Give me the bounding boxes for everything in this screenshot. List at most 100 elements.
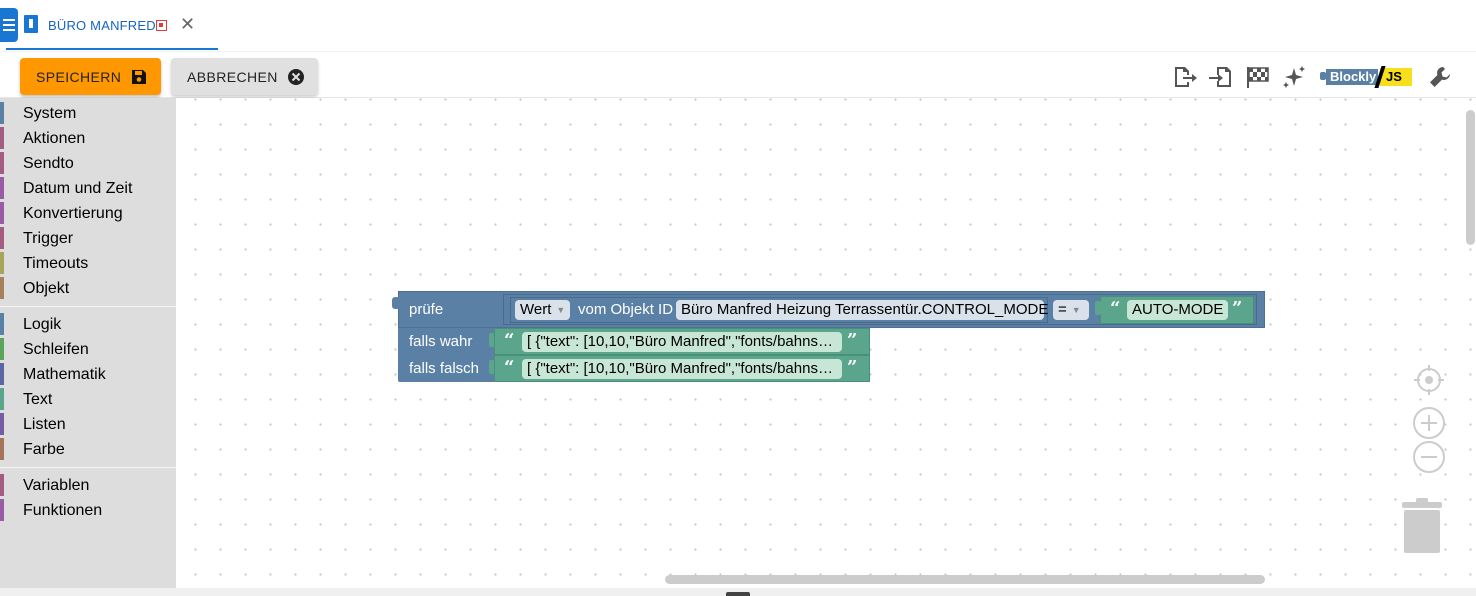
- object-id-field[interactable]: Büro Manfred Heizung Terrassentür.CONTRO…: [676, 300, 1048, 320]
- js-label: JS: [1386, 69, 1402, 84]
- export-icon[interactable]: [1172, 64, 1198, 90]
- blockly-js-icon[interactable]: Blockly JS: [1320, 66, 1414, 88]
- toolbox-category-trigger[interactable]: Trigger: [0, 226, 176, 251]
- toolbox-category-text[interactable]: Text: [0, 387, 176, 412]
- category-label: Konvertierung: [23, 205, 123, 222]
- category-label: Mathematik: [23, 366, 106, 383]
- floppy-disk-icon: [132, 70, 146, 84]
- category-label: Aktionen: [23, 130, 86, 147]
- toolbox-category-schleifen[interactable]: Schleifen: [0, 337, 176, 362]
- editor-toolbar: SPEICHERN ABBRECHEN: [0, 54, 1476, 98]
- category-label: Funktionen: [23, 502, 103, 519]
- category-color-swatch: [0, 438, 4, 460]
- category-color-swatch: [0, 388, 4, 410]
- category-color-swatch: [0, 474, 4, 496]
- menu-icon-line: [3, 29, 15, 31]
- input-notch: [490, 294, 496, 310]
- toolbox-category-funktionen[interactable]: Funktionen: [0, 498, 176, 523]
- import-icon[interactable]: [1208, 64, 1234, 90]
- toolbox-separator: [0, 306, 176, 307]
- category-color-swatch: [0, 313, 4, 335]
- category-color-swatch: [0, 338, 4, 360]
- category-color-swatch: [0, 127, 4, 149]
- toolbox-category-farbe[interactable]: Farbe: [0, 437, 176, 462]
- save-button[interactable]: SPEICHERN: [20, 58, 161, 95]
- category-label: Listen: [23, 416, 66, 433]
- close-quote-icon: ”: [847, 330, 858, 351]
- stop-square-icon[interactable]: [156, 20, 167, 31]
- vertical-scrollbar[interactable]: [1466, 110, 1475, 245]
- text-notch: [1095, 301, 1101, 315]
- dropdown-arrow-icon: ▼: [556, 305, 566, 315]
- if-else-block[interactable]: prüfe Wert▼ vom Objekt ID Büro Manfred H…: [392, 291, 1265, 382]
- category-label: Schleifen: [23, 341, 89, 358]
- toolbox-category-sendto[interactable]: Sendto: [0, 151, 176, 176]
- splitter-grip-icon[interactable]: [726, 592, 750, 596]
- value-dropdown[interactable]: Wert ▼: [515, 300, 571, 320]
- toolbox-separator: [0, 467, 176, 468]
- category-color-swatch: [0, 152, 4, 174]
- category-color-swatch: [0, 413, 4, 435]
- output-connector: [392, 297, 400, 309]
- toolbox-category-variablen[interactable]: Variablen: [0, 473, 176, 498]
- menu-button[interactable]: [0, 8, 18, 42]
- close-quote-icon: ”: [847, 357, 858, 378]
- close-circle-icon: [288, 69, 304, 85]
- center-icon[interactable]: [1413, 364, 1445, 396]
- category-label: System: [23, 105, 77, 122]
- tab-script[interactable]: BÜRO MANFRED ✕: [6, 0, 218, 50]
- zoom-in-icon[interactable]: [1412, 406, 1446, 440]
- toolbox-category-system[interactable]: System: [0, 101, 176, 126]
- close-quote-icon: ”: [1232, 298, 1243, 319]
- compare-text-field[interactable]: AUTO-MODE: [1127, 300, 1229, 320]
- operator-dropdown[interactable]: =▼: [1053, 300, 1089, 320]
- category-label: Trigger: [23, 230, 74, 247]
- wrench-icon[interactable]: [1427, 64, 1453, 90]
- blockly-label: Blockly: [1330, 69, 1377, 84]
- script-file-icon: [24, 15, 38, 33]
- save-button-label: SPEICHERN: [36, 69, 122, 85]
- category-label: Variablen: [23, 477, 90, 494]
- sparkle-icon[interactable]: [1281, 64, 1307, 90]
- toolbox-category-objekt[interactable]: Objekt: [0, 276, 176, 301]
- false-branch-label: falls falsch: [409, 360, 480, 377]
- blockly-notch: [1320, 72, 1326, 80]
- toolbox-category-logik[interactable]: Logik: [0, 312, 176, 337]
- horizontal-scrollbar[interactable]: [665, 575, 1265, 584]
- toolbox-category-konvertierung[interactable]: Konvertierung: [0, 201, 176, 226]
- false-notch: [489, 360, 495, 374]
- flag-icon[interactable]: [1245, 64, 1271, 90]
- tab-bar: BÜRO MANFRED ✕: [0, 0, 1476, 52]
- true-notch: [489, 333, 495, 347]
- cancel-button-label: ABBRECHEN: [187, 69, 278, 85]
- blockly-block: [1326, 69, 1378, 85]
- close-icon[interactable]: ✕: [180, 14, 196, 34]
- true-text-field[interactable]: [ {"text": [10,10,"Büro Manfred","fonts/…: [522, 332, 842, 352]
- menu-icon-line: [3, 24, 15, 26]
- toolbox-category-mathematik[interactable]: Mathematik: [0, 362, 176, 387]
- category-label: Logik: [23, 316, 62, 333]
- trash-icon[interactable]: [1400, 497, 1444, 555]
- operator-label: =: [1058, 301, 1067, 318]
- false-text-field[interactable]: [ {"text": [10,10,"Büro Manfred","fonts/…: [522, 359, 842, 379]
- tab-title: BÜRO MANFRED: [48, 18, 156, 33]
- open-quote-icon: “: [504, 357, 515, 378]
- value-dropdown-label: Wert: [520, 301, 552, 318]
- toolbox-category-datum-und-zeit[interactable]: Datum und Zeit: [0, 176, 176, 201]
- category-color-swatch: [0, 277, 4, 299]
- category-color-swatch: [0, 363, 4, 385]
- zoom-out-icon[interactable]: [1412, 440, 1446, 474]
- toolbox-category-listen[interactable]: Listen: [0, 412, 176, 437]
- cancel-button[interactable]: ABBRECHEN: [171, 58, 318, 95]
- toolbox-category-aktionen[interactable]: Aktionen: [0, 126, 176, 151]
- category-color-swatch: [0, 499, 4, 521]
- true-branch-label: falls wahr: [409, 333, 473, 350]
- js-badge: [1380, 68, 1412, 86]
- category-color-swatch: [0, 177, 4, 199]
- toolbox-category-timeouts[interactable]: Timeouts: [0, 251, 176, 276]
- blockly-workspace[interactable]: [176, 98, 1476, 588]
- category-label: Datum und Zeit: [23, 180, 133, 197]
- open-quote-icon: “: [504, 330, 515, 351]
- category-color-swatch: [0, 202, 4, 224]
